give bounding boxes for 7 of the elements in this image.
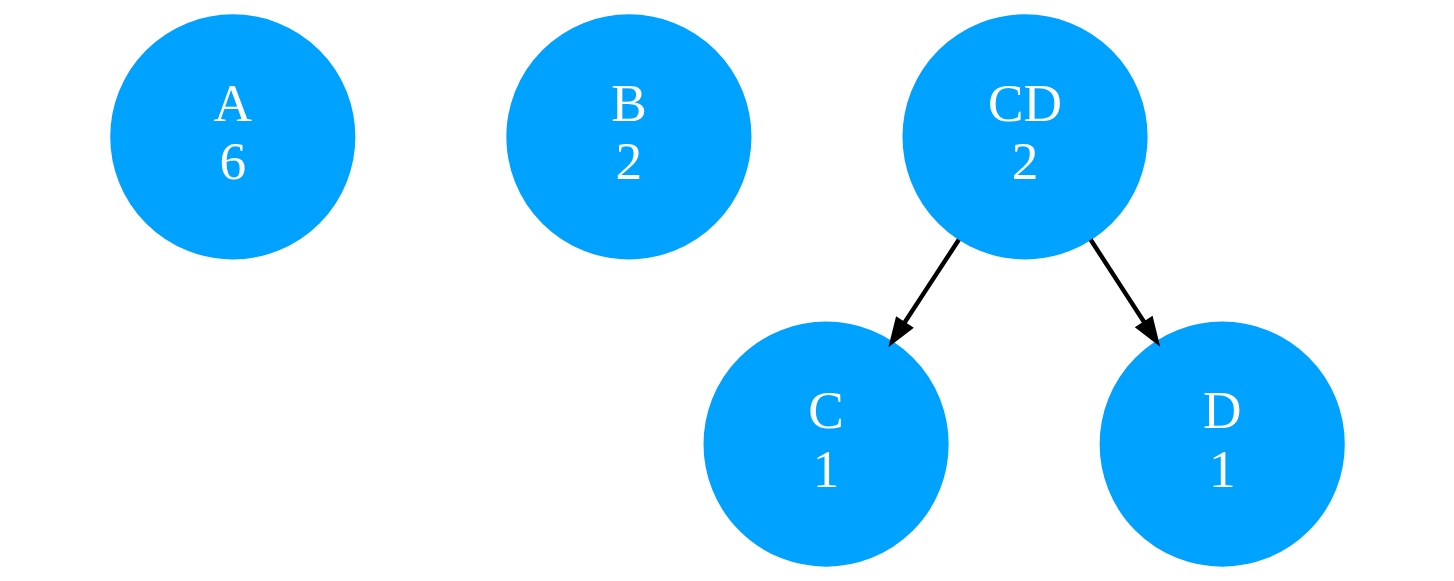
arrow	[1088, 238, 1160, 347]
node-circle: CD 2	[901, 14, 1148, 260]
arrow	[887, 238, 961, 348]
node-circle: C 1	[703, 321, 949, 567]
node-circle: A 6	[109, 14, 355, 260]
node-circle: D 1	[1099, 321, 1345, 567]
node-circle: B 2	[505, 14, 751, 260]
